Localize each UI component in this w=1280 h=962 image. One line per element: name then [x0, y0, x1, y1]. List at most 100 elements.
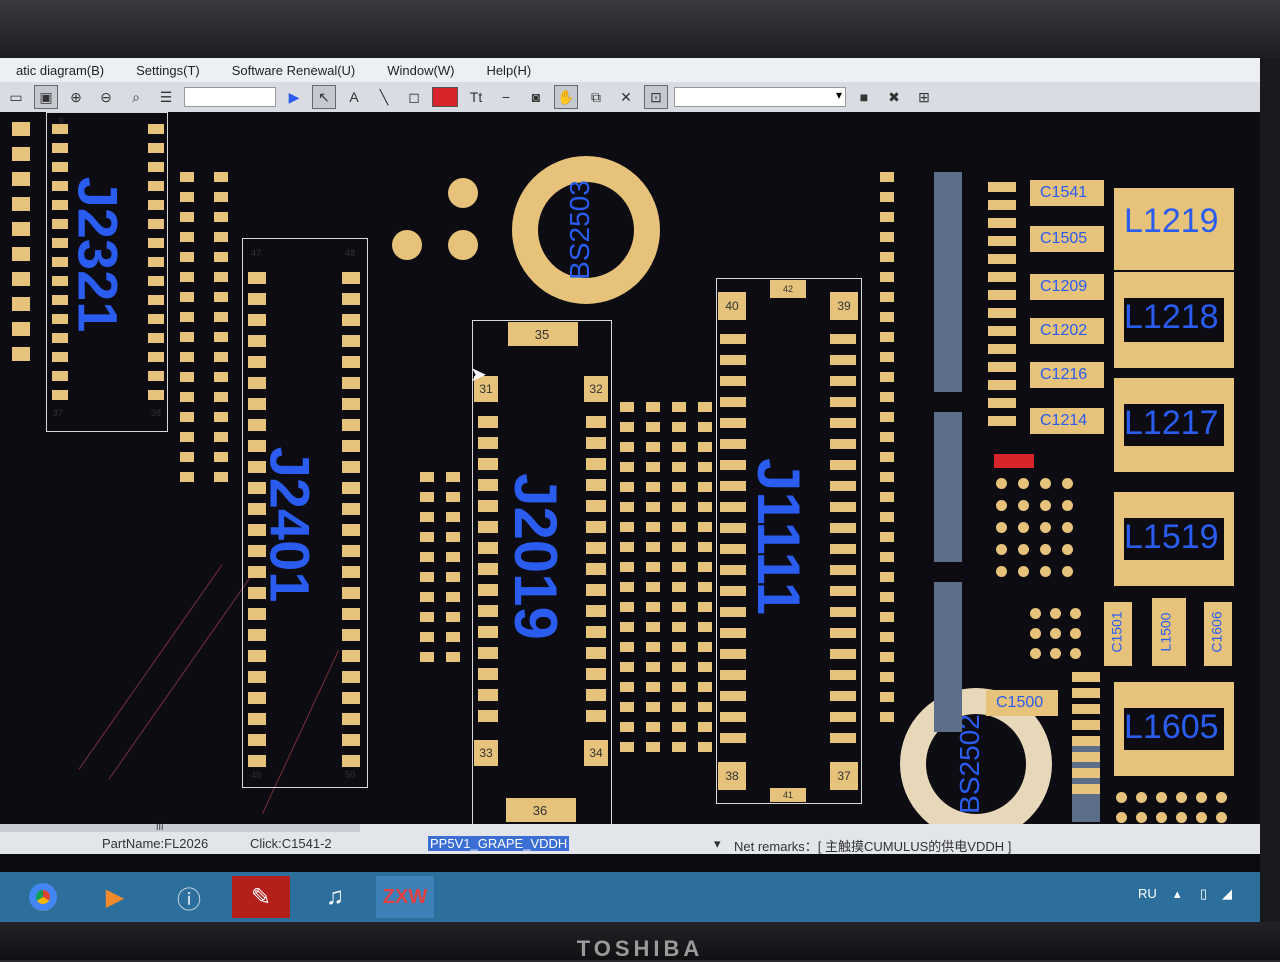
bga-ball	[1062, 544, 1073, 555]
selected-part-highlight[interactable]	[994, 454, 1034, 468]
smd-component	[646, 722, 660, 732]
smd-component	[646, 582, 660, 592]
cap-c1606[interactable]	[1204, 602, 1232, 666]
tray-network-icon[interactable]: ◢	[1222, 886, 1232, 901]
connector-pin	[586, 626, 606, 638]
find-icon[interactable]: ⌕	[132, 88, 140, 105]
bga-chip-bottom-right[interactable]	[1116, 792, 1240, 824]
pin-icon[interactable]: ✕	[620, 88, 632, 105]
zxw-app-icon[interactable]: ZXW	[376, 876, 434, 918]
net-dropdown-icon[interactable]: ▾	[714, 836, 721, 851]
zoom-in-icon[interactable]: ⊕	[70, 88, 82, 105]
cap-c1541[interactable]	[1030, 180, 1104, 206]
connector-pin	[720, 544, 746, 554]
edge-pad	[12, 147, 30, 161]
cap-c1501[interactable]	[1104, 602, 1132, 666]
line-icon[interactable]: ╲	[379, 88, 389, 105]
layers-icon[interactable]: ▣	[34, 85, 58, 109]
list-icon[interactable]: ☰	[159, 88, 173, 105]
menu-window[interactable]: Window(W)	[387, 62, 455, 78]
connector-pin	[342, 545, 360, 557]
smd-component	[646, 742, 660, 752]
shield-strip	[934, 412, 962, 562]
smd-component	[988, 218, 1016, 228]
mouse-cursor-icon: ➤	[470, 364, 487, 386]
net-name[interactable]: PP5V1_GRAPE_VDDH	[428, 836, 570, 851]
tray-arrow-icon[interactable]: ▴	[1174, 886, 1181, 901]
search-input[interactable]	[184, 87, 276, 107]
smd-component	[620, 742, 634, 752]
menu-software-renewal[interactable]: Software Renewal(U)	[231, 62, 356, 78]
pointer-icon[interactable]: ↖	[312, 85, 336, 109]
minus-icon[interactable]: −	[501, 89, 511, 105]
menu-schematic[interactable]: atic diagram(B)	[16, 62, 105, 78]
music-icon[interactable]: ♫	[326, 883, 344, 910]
inductor-l1519[interactable]	[1114, 492, 1234, 586]
select-icon[interactable]: ▭	[9, 88, 23, 105]
monitor-bezel-top	[0, 0, 1280, 58]
edge-pad	[12, 172, 30, 186]
connector-pin	[148, 238, 164, 248]
camera-icon[interactable]: ◙	[531, 89, 541, 105]
smd-component	[446, 532, 460, 542]
inductor-l1219[interactable]	[1114, 188, 1234, 270]
bga-ball	[1062, 522, 1073, 533]
connector-pin	[342, 272, 360, 284]
connector-label-j2401: J2401	[258, 446, 322, 603]
smd-component	[446, 552, 460, 562]
language-indicator[interactable]: RU	[1138, 886, 1157, 901]
zoom-out-icon[interactable]: ⊖	[100, 88, 112, 105]
pin-label: 38	[725, 769, 739, 783]
cap-c1500[interactable]	[986, 690, 1058, 716]
shield-strip	[1072, 738, 1100, 822]
tray-device-icon[interactable]: ▯	[1200, 886, 1208, 901]
fit-icon[interactable]: ⊡	[644, 85, 668, 109]
mirror-icon[interactable]: ⧉	[591, 88, 601, 105]
hand-icon[interactable]: ✋	[554, 85, 578, 109]
bga-ball	[1070, 628, 1081, 639]
pad-41	[770, 788, 806, 802]
chrome-icon[interactable]	[14, 876, 72, 918]
inductor-l1500[interactable]	[1152, 598, 1186, 666]
connector-pin	[830, 376, 856, 386]
connector-j2019-outline[interactable]	[472, 320, 612, 824]
cap-c1216[interactable]	[1030, 362, 1104, 388]
info-icon[interactable]: ⓘ	[177, 886, 201, 914]
menu-help[interactable]: Help(H)	[486, 62, 532, 78]
smd-component	[214, 312, 228, 322]
connector-pin	[478, 479, 498, 491]
smd-component	[214, 212, 228, 222]
close-icon[interactable]: ✖	[888, 88, 900, 105]
cap-c1214[interactable]	[1030, 408, 1104, 434]
save-icon[interactable]: ■	[859, 89, 869, 105]
grid-icon[interactable]: ⊞	[918, 88, 930, 105]
net-combo[interactable]	[674, 87, 846, 107]
connector-pin	[720, 607, 746, 617]
menu-settings[interactable]: Settings(T)	[136, 62, 200, 78]
inductor-l1218[interactable]	[1114, 272, 1234, 368]
cap-c1505[interactable]	[1030, 226, 1104, 252]
pdf-reader-icon[interactable]: ✎	[232, 876, 290, 918]
text-icon[interactable]: A	[349, 89, 359, 105]
inductor-l1605[interactable]	[1114, 682, 1234, 776]
smd-component	[880, 352, 894, 362]
cap-c1209[interactable]	[1030, 274, 1104, 300]
connector-pin	[52, 314, 68, 324]
smd-component	[672, 462, 686, 472]
cap-c1202[interactable]	[1030, 318, 1104, 344]
play-icon[interactable]: ▶	[288, 88, 300, 105]
color-icon[interactable]	[432, 87, 458, 107]
connector-j1111-outline[interactable]	[716, 278, 862, 804]
horizontal-scrollbar[interactable]	[0, 824, 360, 832]
connector-j2321-outline[interactable]	[46, 112, 168, 432]
media-player-icon[interactable]: ▶	[105, 883, 125, 911]
bga-chip-u1501[interactable]	[996, 478, 1086, 588]
smd-component	[446, 632, 460, 642]
bga-chip[interactable]	[1030, 608, 1090, 668]
box-icon[interactable]: ◻	[408, 88, 420, 105]
inductor-l1217[interactable]	[1114, 378, 1234, 472]
connector-pin	[342, 398, 360, 410]
pcb-board-view[interactable]: 9 37 38 J2321 47 48 49 50 J2401 35 31 32…	[0, 112, 1260, 824]
font-icon[interactable]: Tt	[469, 89, 483, 105]
connector-j2401-outline[interactable]	[242, 238, 368, 788]
